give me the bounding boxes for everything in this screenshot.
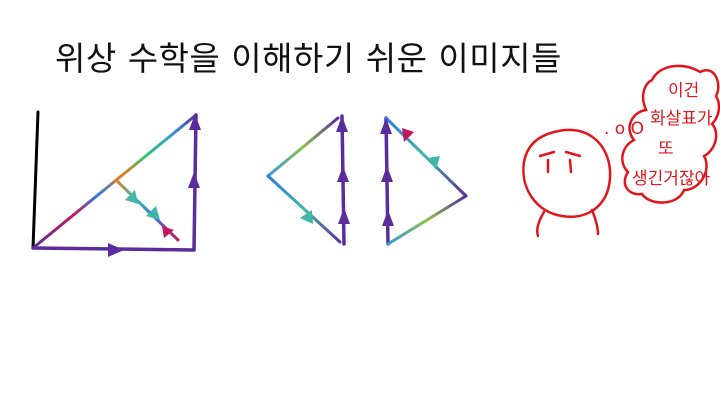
- arrow-head-icon: [380, 118, 392, 134]
- vertical-axis-line: [31, 110, 40, 250]
- arrow-head-icon: [402, 128, 414, 142]
- annotation-line-1: 이건: [668, 81, 699, 101]
- triangle-right-upper-edge: [384, 116, 468, 198]
- annotation-line-3: 또: [658, 139, 674, 159]
- arrow-head-icon: [428, 156, 440, 170]
- annotation-line-4: 생긴거잖아: [632, 169, 711, 189]
- thought-dots: . o O: [604, 119, 644, 139]
- arrow-head-icon: [162, 226, 174, 238]
- figure-triangle-right: [380, 116, 468, 246]
- arrow-head-icon: [108, 243, 124, 257]
- figure-triangle-left: [266, 114, 350, 246]
- thought-bubble-icon: [621, 64, 720, 204]
- annotation-line-2: 화살표가: [650, 109, 713, 129]
- arrow-head-icon: [146, 206, 160, 220]
- triangle-left-lower-edge: [266, 174, 342, 244]
- arrow-head-icon: [188, 172, 200, 188]
- arrow-head-icon: [337, 166, 349, 182]
- arrow-head-icon: [381, 166, 393, 182]
- sketch-face-icon: [522, 128, 612, 238]
- triangle-left-upper-edge: [266, 116, 340, 178]
- arrow-head-icon: [189, 114, 201, 130]
- slide-title: 위상 수학을 이해하기 쉬운 이미지들: [55, 39, 562, 78]
- arrow-head-icon: [338, 208, 350, 224]
- triangle-right-lower-edge: [386, 194, 468, 246]
- arrow-head-icon: [382, 210, 394, 226]
- arrow-head-icon: [125, 190, 138, 204]
- figure-right-triangle: [31, 110, 201, 257]
- arrow-head-icon: [336, 116, 348, 132]
- arrow-head-icon: [300, 210, 313, 224]
- triangle-hypotenuse: [31, 113, 198, 250]
